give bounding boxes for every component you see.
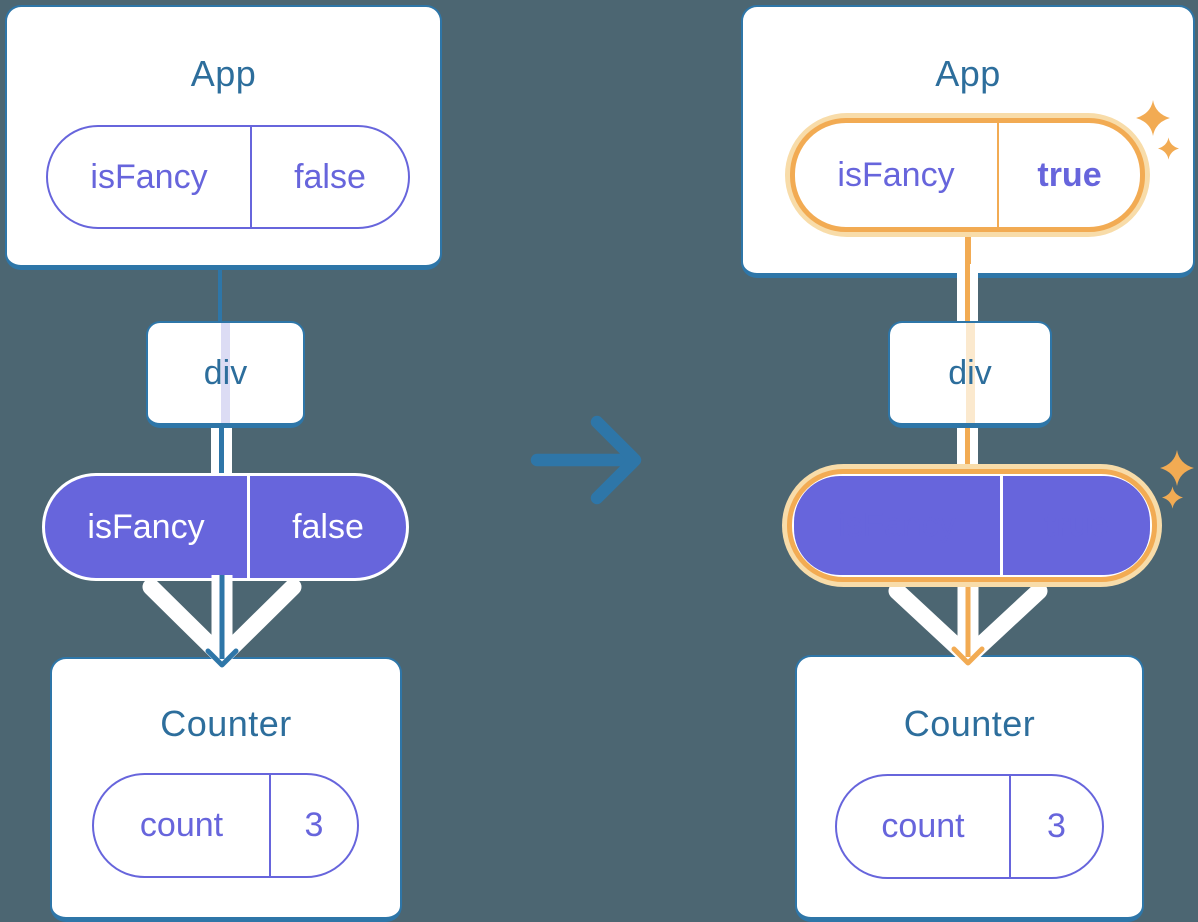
count-pill: count 3 xyxy=(835,774,1104,879)
state-pill: isFancy true xyxy=(790,118,1145,232)
state-value: 3 xyxy=(1009,776,1102,877)
div-box: div xyxy=(146,321,305,428)
count-pill: count 3 xyxy=(92,773,359,878)
highlight-ring: isFancy true xyxy=(782,464,1162,587)
app-card: App isFancy false xyxy=(5,5,442,270)
prop-pill: isFancy false xyxy=(42,473,409,581)
state-value: false xyxy=(250,127,408,227)
prop-flow-line xyxy=(211,418,232,476)
div-label: div xyxy=(948,353,992,392)
state-value: true xyxy=(997,123,1140,227)
prop-name: isFancy xyxy=(87,507,205,546)
component-title: App xyxy=(190,53,257,94)
arrowhead-icon xyxy=(205,648,239,668)
pass-through-line xyxy=(221,323,230,423)
app-card: App isFancy true xyxy=(741,5,1195,278)
prop-arrow-connector xyxy=(142,575,302,668)
sparkle-icon xyxy=(1160,450,1194,486)
tree-edge-app-div xyxy=(218,260,222,326)
prop-flow-line xyxy=(957,264,978,324)
state-pill: isFancy false xyxy=(46,125,410,229)
state-flow-stem xyxy=(965,235,971,266)
arrow-right-icon xyxy=(530,415,642,505)
div-label: div xyxy=(203,353,248,392)
highlight-ring: isFancy true xyxy=(785,113,1150,237)
prop-arrow-connector xyxy=(888,587,1048,666)
counter-card: Counter count 3 xyxy=(795,655,1144,922)
sparkle-icon xyxy=(1136,100,1170,136)
state-name: count xyxy=(139,806,224,844)
sparkle-icon xyxy=(1158,137,1179,160)
component-title: Counter xyxy=(160,703,292,744)
arrowhead-icon xyxy=(951,646,985,666)
prop-value: false xyxy=(247,476,406,578)
state-name: isFancy xyxy=(90,157,208,196)
counter-card: Counter count 3 xyxy=(50,657,402,922)
div-box: div xyxy=(888,321,1052,428)
state-value: 3 xyxy=(269,775,357,876)
prop-name: isFancy xyxy=(838,506,956,544)
state-name: count xyxy=(881,807,965,845)
prop-value: true xyxy=(1000,476,1150,575)
pass-through-line xyxy=(965,323,975,423)
prop-flow-line xyxy=(957,419,978,469)
prop-pill: isFancy true xyxy=(787,469,1157,582)
sparkle-icon xyxy=(1162,486,1183,509)
component-title: App xyxy=(935,53,1001,94)
component-title: Counter xyxy=(903,703,1036,744)
state-name: isFancy xyxy=(837,155,955,194)
